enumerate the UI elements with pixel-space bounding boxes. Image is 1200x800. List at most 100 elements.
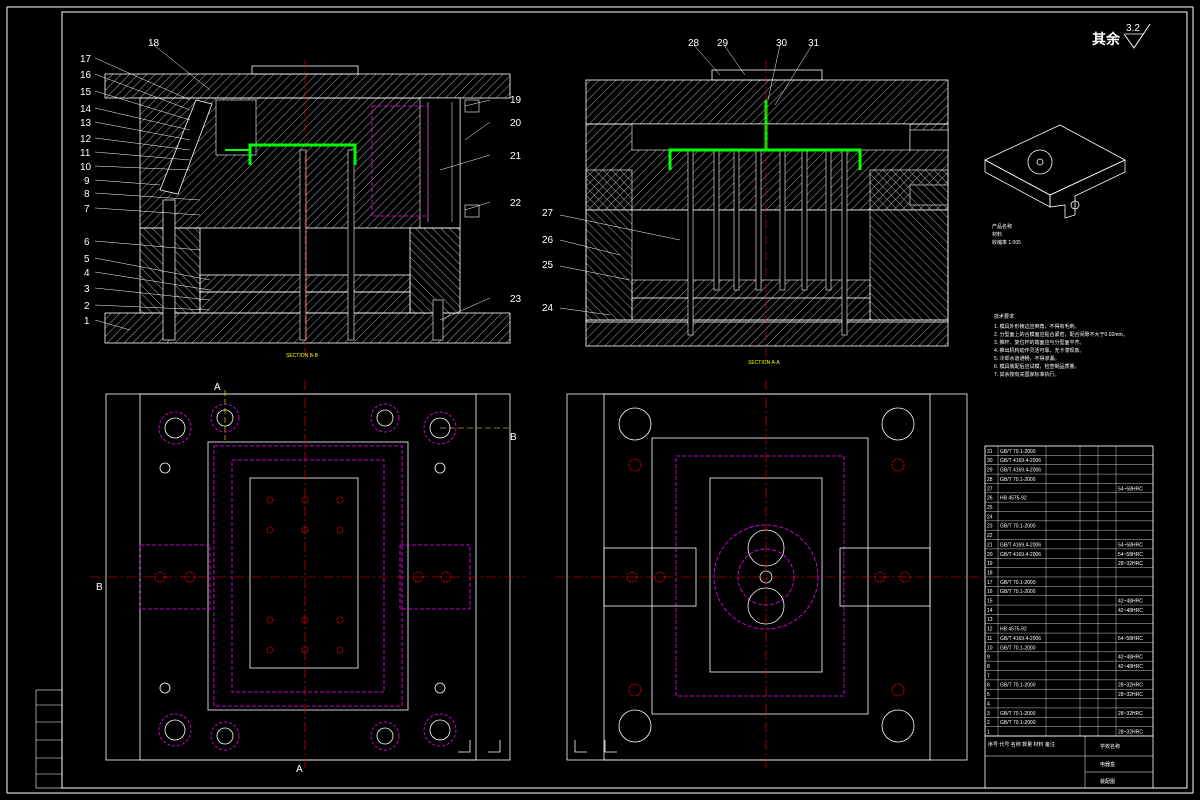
part-numbers-left: 17 16 15 14 13 12 11 10 9 8 7 6 5 4 3 2 … (80, 38, 522, 327)
bom-cell: 27 (987, 486, 993, 492)
inner-border (61, 11, 1188, 789)
part-number: 7 (84, 204, 90, 215)
bom-cell: 30 (987, 458, 993, 464)
part-number: 19 (510, 95, 522, 106)
bom-header: 序号 代号 名称 数量 材料 备注 (988, 741, 1055, 748)
bom-cell: 24 (987, 514, 993, 520)
tech-req-line: 1. 模具外形棱边应倒角，不得有毛刺。 (994, 323, 1080, 330)
bom-cell: 18 (987, 570, 993, 576)
bom-cell: 7 (987, 673, 990, 679)
bom-cell: 28~32HRC (1118, 692, 1143, 698)
bom-cell: 4 (987, 701, 990, 707)
bom-cell: 20 (987, 552, 993, 558)
title-block: 序号 代号 名称 数量 材料 备注 学校名称 电器盒 装配图 (984, 735, 1154, 789)
bom-cell: GB/T 70.1-2000 (1000, 720, 1036, 726)
bom-cell: GB/T 70.1-2000 (1000, 589, 1036, 595)
tech-req-line: 3. 推杆、复位杆的端面应与分型面平齐。 (994, 339, 1085, 346)
bom-cell: 42~48HRC (1118, 599, 1143, 605)
bom-cell: 54~58HRC (1118, 486, 1143, 492)
part-number: 6 (84, 237, 90, 248)
part-number: 8 (84, 189, 90, 200)
bom-cell: 21 (987, 542, 993, 548)
part-number: 20 (510, 118, 522, 129)
bom-cell: HB 4575-92 (1000, 496, 1027, 502)
bom-cell: 12 (987, 627, 993, 633)
tech-req-line: 6. 模具装配后应试模，检查制品质量。 (994, 363, 1080, 370)
roughness-value: 3.2 (1126, 23, 1140, 34)
part-number: 17 (80, 54, 92, 65)
bom-cell: 16 (987, 589, 993, 595)
roughness-label: 其余 (1092, 31, 1121, 48)
drawing-title: 装配图 (1100, 778, 1115, 785)
part-number: 4 (84, 268, 90, 279)
bom-cell: 17 (987, 580, 993, 586)
bom-cell: GB/T 70.1-2000 (1000, 449, 1036, 455)
part-number: 18 (148, 38, 160, 49)
school-name: 学校名称 (1100, 743, 1120, 750)
bom-cell: 11 (987, 636, 992, 642)
bom-cell: 3 (987, 711, 990, 717)
bom-cell: GB/T 70.1-2000 (1000, 580, 1036, 586)
part-number: 10 (80, 162, 92, 173)
tech-req-line: 7. 其余按有关国家标准执行。 (994, 371, 1060, 378)
bom-cell: 2 (987, 720, 990, 726)
part-number: 5 (84, 254, 90, 265)
part-number: 24 (542, 303, 554, 314)
bom-cell: 28~32HRC (1118, 683, 1143, 689)
bom-cell: GB/T 70.1-2000 (1000, 645, 1036, 651)
bom-cell: GB/T 70.1-2000 (1000, 477, 1036, 483)
bom-cell: 28~32HRC (1118, 730, 1143, 736)
part-number: 26 (542, 235, 554, 246)
bom-cell: 22 (987, 533, 993, 539)
bom-cell: 8 (987, 664, 990, 670)
part-number: 9 (84, 176, 90, 187)
product-isometric-view (984, 124, 1126, 219)
bom-cell: 42~48HRC (1118, 655, 1143, 661)
part-number: 30 (776, 38, 788, 49)
part-numbers-top-right: 28 29 30 31 27 26 25 24 (542, 38, 820, 314)
bom-cell: 54~58HRC (1118, 552, 1143, 558)
cut-mark-a-top: A (214, 382, 221, 393)
bom-cell: GB/T 4169.4-2006 (1000, 542, 1041, 548)
tech-req-line: 4. 推出机构动作灵活可靠，无卡滞现象。 (994, 347, 1085, 354)
bom-cell: GB/T 4169.4-2006 (1000, 552, 1041, 558)
bom-cell: 19 (987, 561, 993, 567)
bom-cell: 1 (987, 730, 990, 736)
part-number: 12 (80, 134, 92, 145)
bom-cell: GB/T 70.1-2000 (1000, 711, 1036, 717)
part-number: 3 (84, 284, 90, 295)
bom-cell: 9 (987, 655, 990, 661)
bom-cell: 26 (987, 496, 993, 502)
bom-cell: 54~58HRC (1118, 542, 1143, 548)
technical-requirements: 技术要求 1. 模具外形棱边应倒角，不得有毛刺。 2. 分型面上的合模面应贴合紧… (994, 313, 1128, 378)
drawing-name: 电器盒 (1100, 761, 1115, 768)
plan-view-moving-half (555, 380, 980, 770)
bom-cell: 42~48HRC (1118, 608, 1143, 614)
tech-req-line: 2. 分型面上的合模面应贴合紧密，配合间隙不大于0.02mm。 (994, 331, 1128, 338)
tech-req-line: 5. 冷却水道通畅，不得渗漏。 (994, 355, 1060, 362)
part-number: 15 (80, 87, 92, 98)
part-number: 14 (80, 104, 92, 115)
bom-cell: GB/T 70.1-2000 (1000, 683, 1036, 689)
surface-roughness-note: 其余 3.2 (1092, 23, 1151, 49)
part-number: 16 (80, 70, 92, 81)
section-aa-view: 28 29 30 31 27 26 25 24 SECTION A-A (542, 38, 949, 366)
bom-cell: 42~48HRC (1118, 664, 1143, 670)
part-number: 21 (510, 151, 522, 162)
bom-cell: 28~32HRC (1118, 711, 1143, 717)
bom-cell: 5 (987, 692, 990, 698)
section-bb-view: 17 16 15 14 13 12 11 10 9 8 7 6 5 4 3 2 … (80, 38, 522, 359)
bom-cell: 13 (987, 617, 993, 623)
part-number: 11 (80, 148, 91, 159)
part-number: 29 (717, 38, 729, 49)
part-number: 2 (84, 301, 90, 312)
part-number: 25 (542, 260, 554, 271)
product-note: 产品名称 (992, 223, 1012, 230)
part-number: 28 (688, 38, 700, 49)
bom-cell: HB 4575-92 (1000, 627, 1027, 633)
section-aa-label: SECTION A-A (748, 360, 780, 366)
bom-cell: GB/T 4169.4-2006 (1000, 468, 1041, 474)
bom-cell: 54~58HRC (1118, 636, 1143, 642)
cut-mark-a-bottom: A (296, 764, 303, 775)
